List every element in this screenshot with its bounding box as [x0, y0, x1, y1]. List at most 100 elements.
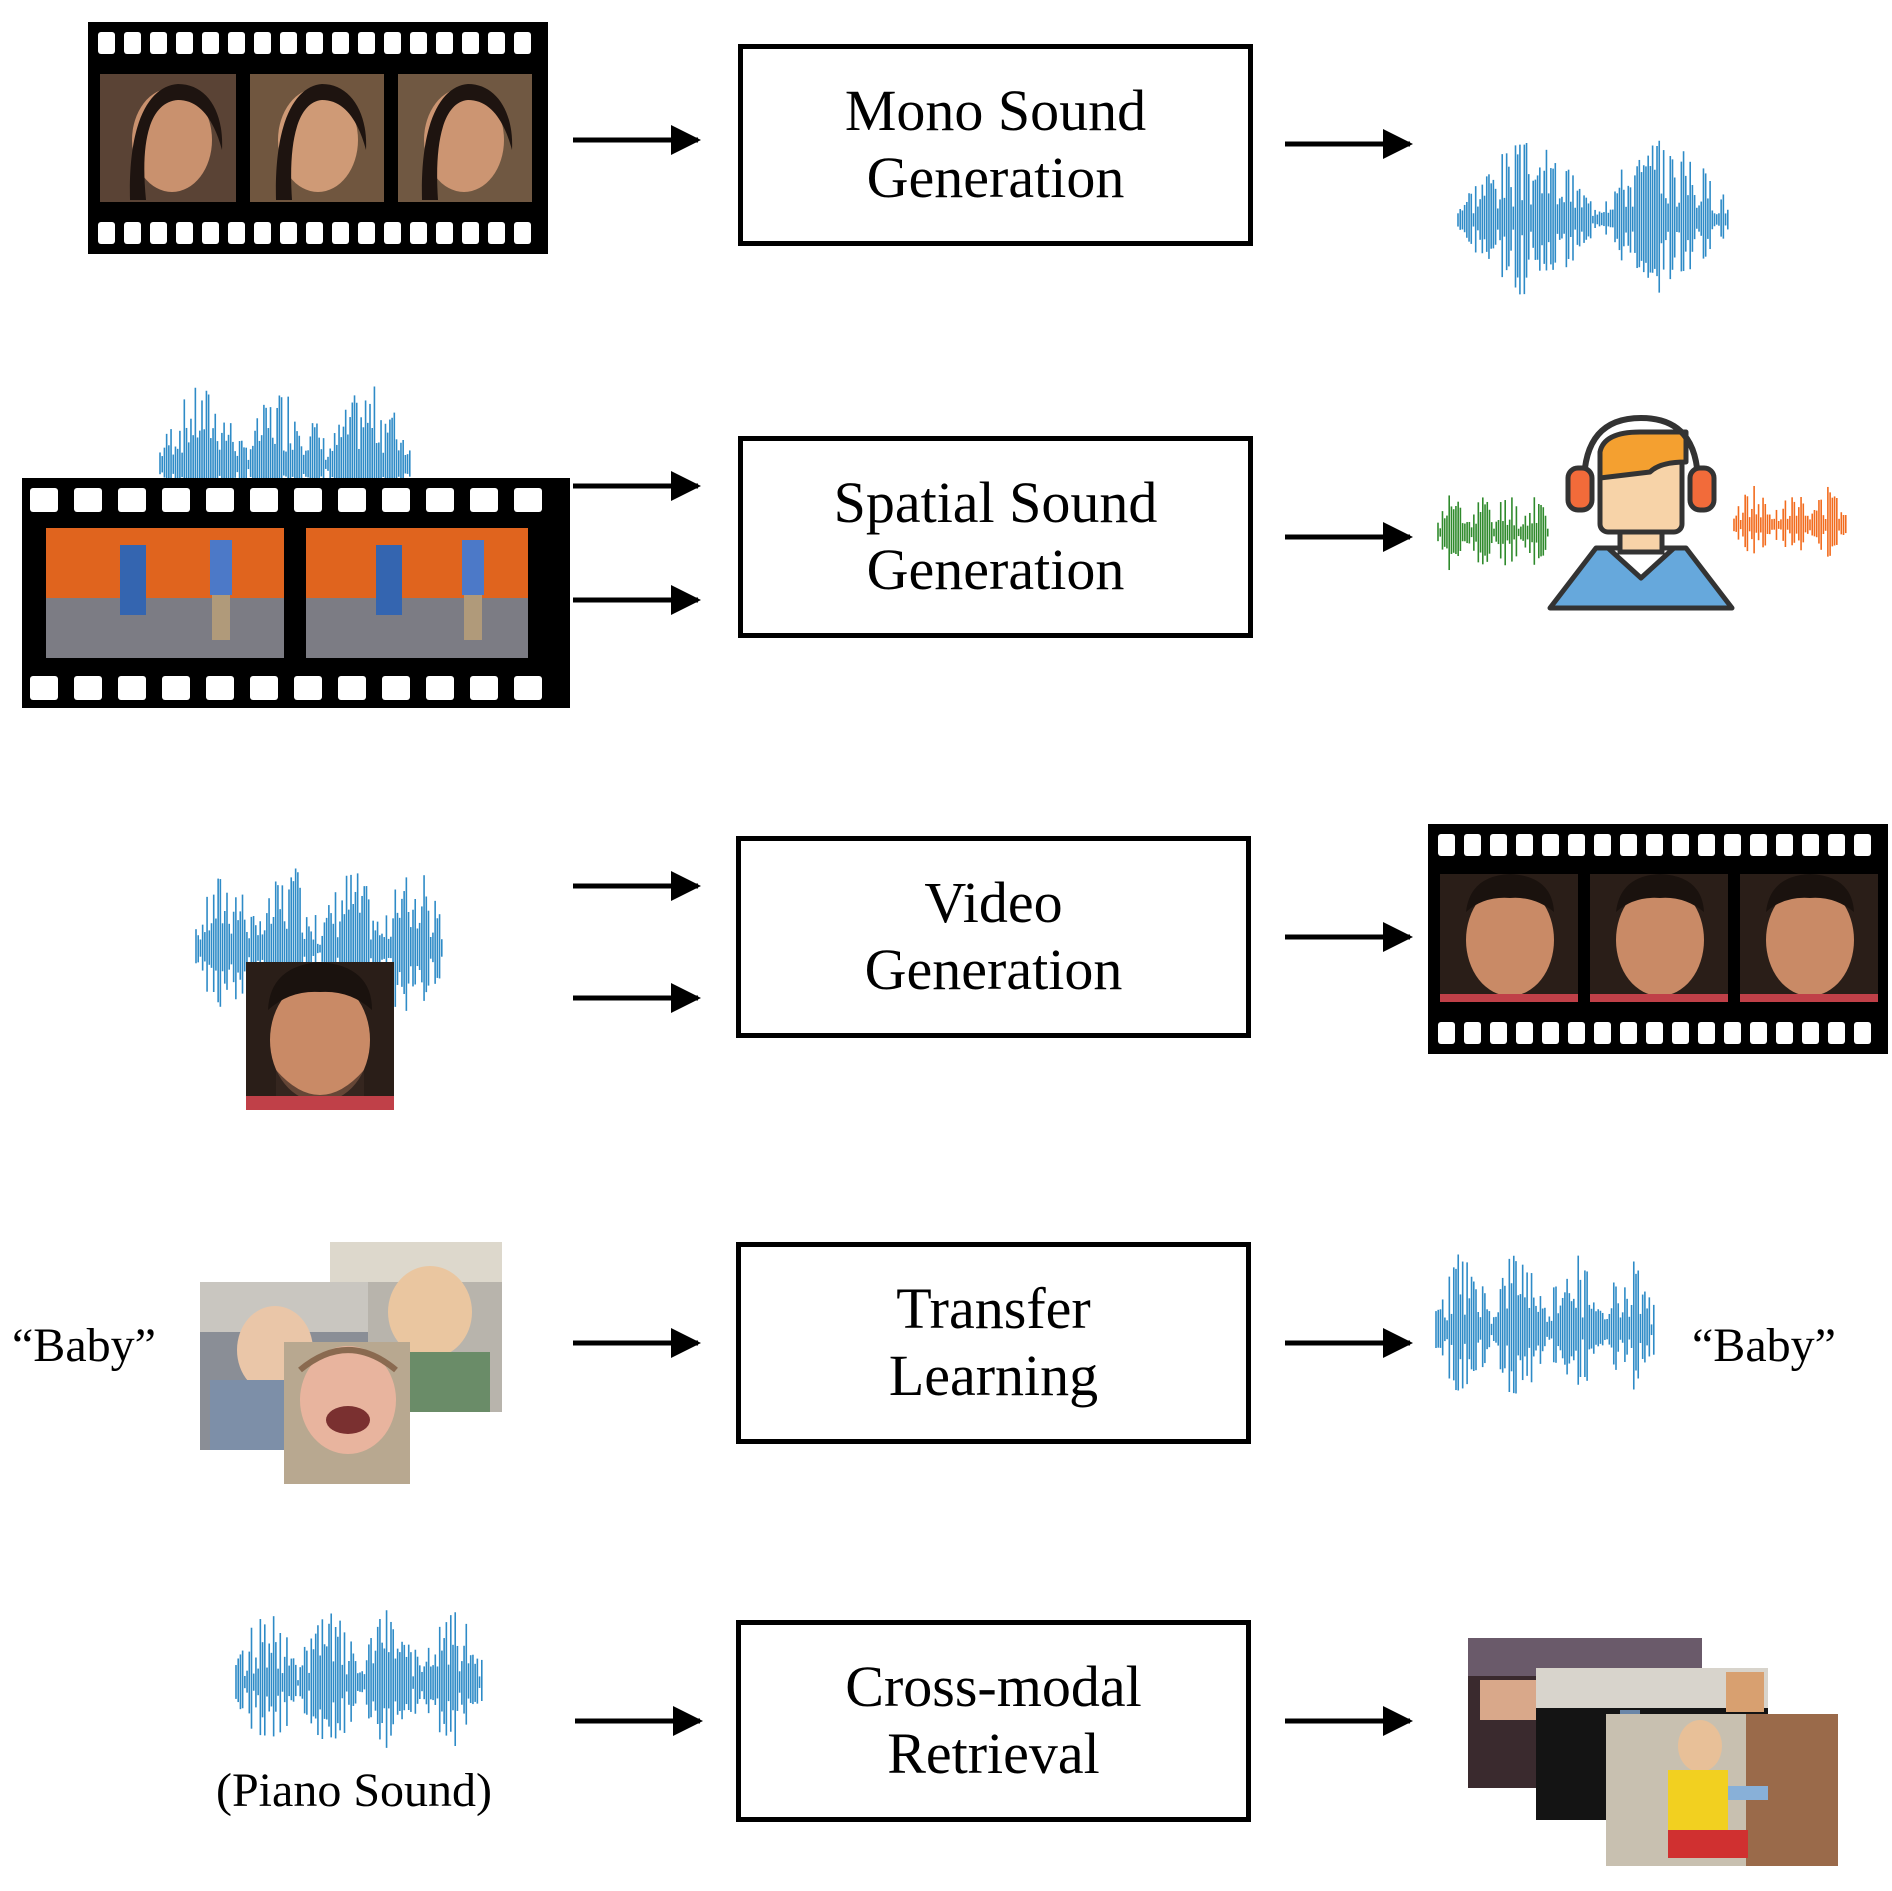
- sprocket-hole: [1698, 1022, 1715, 1044]
- sprocket-hole: [1620, 1022, 1637, 1044]
- sprocket-hole: [1698, 834, 1715, 856]
- musicians-frame: [306, 528, 528, 658]
- box-line: Retrieval: [887, 1721, 1100, 1786]
- face-video-film-strip: [88, 22, 548, 254]
- sprocket-hole: [74, 488, 102, 512]
- sprocket-hole: [358, 32, 375, 54]
- sprocket-hole: [202, 222, 219, 244]
- sprocket-hole: [294, 676, 322, 700]
- sprocket-hole: [1646, 834, 1663, 856]
- sprocket-hole: [254, 222, 271, 244]
- talking-face-frame: [1440, 874, 1578, 1002]
- talking-face-frame: [1590, 874, 1728, 1002]
- sprocket-hole: [358, 222, 375, 244]
- video-generation-box: Video Generation: [736, 836, 1251, 1038]
- talking-face-film-strip: [1428, 824, 1888, 1054]
- sprocket-hole: [118, 676, 146, 700]
- sprocket-hole: [1828, 834, 1845, 856]
- box-line: Generation: [866, 145, 1125, 210]
- piano-waveform: [235, 1610, 483, 1748]
- sprocket-hole: [1516, 834, 1533, 856]
- piano-images: [1468, 1638, 1838, 1866]
- sprocket-hole: [1776, 834, 1793, 856]
- sprocket-hole: [280, 222, 297, 244]
- sprocket-hole: [1464, 1022, 1481, 1044]
- sprocket-hole: [338, 488, 366, 512]
- sprocket-hole: [1724, 834, 1741, 856]
- sprocket-hole: [1854, 1022, 1871, 1044]
- sprocket-hole: [514, 32, 531, 54]
- baby-photo: [284, 1342, 410, 1484]
- sprocket-hole: [436, 222, 453, 244]
- sprocket-hole: [470, 488, 498, 512]
- spatial-sound-generation-box: Spatial Sound Generation: [738, 436, 1253, 638]
- sprocket-hole: [332, 32, 349, 54]
- sprocket-hole: [410, 32, 427, 54]
- musicians-video-film-strip: [22, 478, 570, 708]
- cross-modal-retrieval-box: Cross-modal Retrieval: [736, 1620, 1251, 1822]
- sprocket-hole: [426, 488, 454, 512]
- sprocket-hole: [382, 488, 410, 512]
- sprocket-hole: [1620, 834, 1637, 856]
- sprocket-hole: [1542, 1022, 1559, 1044]
- sprocket-hole: [426, 676, 454, 700]
- sprocket-hole: [254, 32, 271, 54]
- sprocket-hole: [462, 32, 479, 54]
- sprocket-hole: [1776, 1022, 1793, 1044]
- sprocket-hole: [1568, 834, 1585, 856]
- sprocket-hole: [294, 488, 322, 512]
- box-line: Learning: [888, 1343, 1099, 1408]
- sprocket-hole: [306, 32, 323, 54]
- sprocket-hole: [98, 32, 115, 54]
- sprocket-hole: [202, 32, 219, 54]
- sprocket-hole: [1594, 1022, 1611, 1044]
- baby-images: [200, 1242, 502, 1484]
- sprocket-hole: [206, 676, 234, 700]
- sprocket-hole: [1828, 1022, 1845, 1044]
- box-line: Spatial Sound: [833, 470, 1158, 536]
- sprocket-hole: [250, 676, 278, 700]
- sprocket-hole: [1464, 834, 1481, 856]
- sprocket-hole: [488, 222, 505, 244]
- sprocket-hole: [382, 676, 410, 700]
- face-frame: [250, 74, 384, 202]
- baby-waveform: [1435, 1254, 1655, 1394]
- sprocket-hole: [384, 222, 401, 244]
- sprocket-hole: [462, 222, 479, 244]
- sprocket-hole: [30, 676, 58, 700]
- sprocket-hole: [1802, 1022, 1819, 1044]
- sprocket-hole: [176, 222, 193, 244]
- talking-face-frame: [1740, 874, 1878, 1002]
- mono-waveform: [1457, 140, 1729, 295]
- mono-sound-generation-box: Mono Sound Generation: [738, 44, 1253, 246]
- sprocket-hole: [1750, 1022, 1767, 1044]
- piano-photo: [1606, 1714, 1838, 1866]
- box-line: Generation: [866, 537, 1125, 602]
- sprocket-hole: [228, 32, 245, 54]
- sprocket-hole: [1646, 1022, 1663, 1044]
- sprocket-hole: [280, 32, 297, 54]
- sprocket-hole: [1516, 1022, 1533, 1044]
- sprocket-hole: [162, 488, 190, 512]
- transfer-learning-box: Transfer Learning: [736, 1242, 1251, 1444]
- sprocket-hole: [176, 32, 193, 54]
- input-label-baby: “Baby”: [12, 1319, 156, 1372]
- box-line: Video: [924, 870, 1063, 936]
- sprocket-hole: [1438, 834, 1455, 856]
- sprocket-hole: [74, 676, 102, 700]
- sprocket-hole: [1438, 1022, 1455, 1044]
- sprocket-hole: [150, 222, 167, 244]
- face-image: [246, 962, 394, 1110]
- sprocket-hole: [1568, 1022, 1585, 1044]
- sprocket-hole: [228, 222, 245, 244]
- sprocket-hole: [436, 32, 453, 54]
- sprocket-hole: [1750, 834, 1767, 856]
- input-label-piano-sound: (Piano Sound): [216, 1764, 492, 1817]
- box-line: Cross-modal: [845, 1654, 1142, 1720]
- sprocket-hole: [338, 676, 366, 700]
- face-frame: [100, 74, 236, 202]
- box-line: Transfer: [896, 1276, 1091, 1342]
- right-channel-waveform: [1733, 485, 1847, 557]
- sprocket-hole: [1672, 1022, 1689, 1044]
